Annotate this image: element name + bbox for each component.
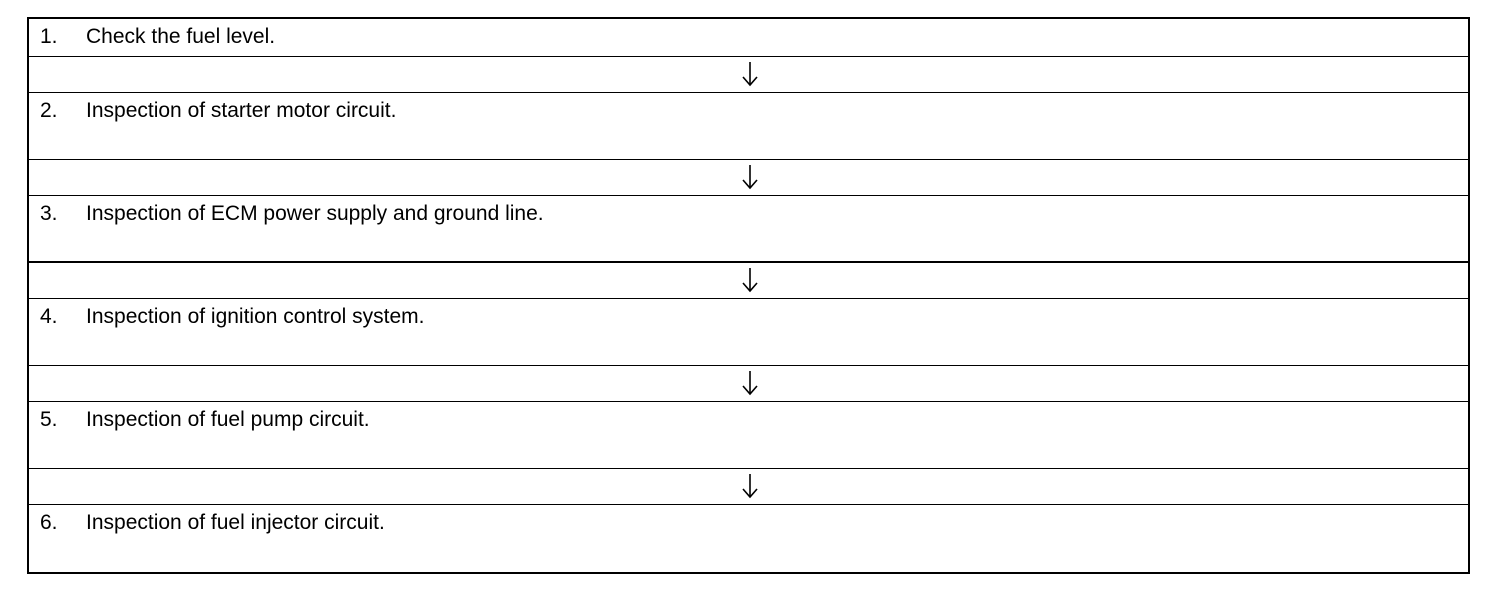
connector-row	[29, 366, 1468, 402]
step-number: 5.	[40, 408, 58, 431]
step-text: Inspection of starter motor circuit.	[86, 99, 397, 122]
step-row-2: 2. Inspection of starter motor circuit.	[29, 93, 1468, 160]
step-text: Inspection of fuel pump circuit.	[86, 408, 370, 431]
step-row-3: 3. Inspection of ECM power supply and gr…	[29, 196, 1468, 263]
step-text: Check the fuel level.	[86, 25, 276, 48]
step-text: Inspection of ECM power supply and groun…	[86, 202, 544, 225]
down-arrow-icon	[742, 165, 758, 190]
step-number: 2.	[40, 99, 58, 122]
step-row-5: 5. Inspection of fuel pump circuit.	[29, 402, 1468, 469]
step-row-1: 1. Check the fuel level.	[29, 19, 1468, 57]
connector-row	[29, 263, 1468, 299]
connector-row	[29, 57, 1468, 93]
down-arrow-icon	[742, 371, 758, 396]
inspection-flow-table: 1. Check the fuel level. 2. Inspection o…	[27, 17, 1470, 574]
down-arrow-icon	[742, 268, 758, 293]
step-text: Inspection of fuel injector circuit.	[86, 511, 385, 534]
step-number: 6.	[40, 511, 58, 534]
connector-row	[29, 469, 1468, 505]
down-arrow-icon	[742, 62, 758, 87]
step-number: 3.	[40, 202, 58, 225]
down-arrow-icon	[742, 474, 758, 499]
step-row-4: 4. Inspection of ignition control system…	[29, 299, 1468, 366]
step-row-6: 6. Inspection of fuel injector circuit.	[29, 505, 1468, 572]
step-text: Inspection of ignition control system.	[86, 305, 425, 328]
step-number: 4.	[40, 305, 58, 328]
connector-row	[29, 160, 1468, 196]
step-number: 1.	[40, 25, 58, 48]
